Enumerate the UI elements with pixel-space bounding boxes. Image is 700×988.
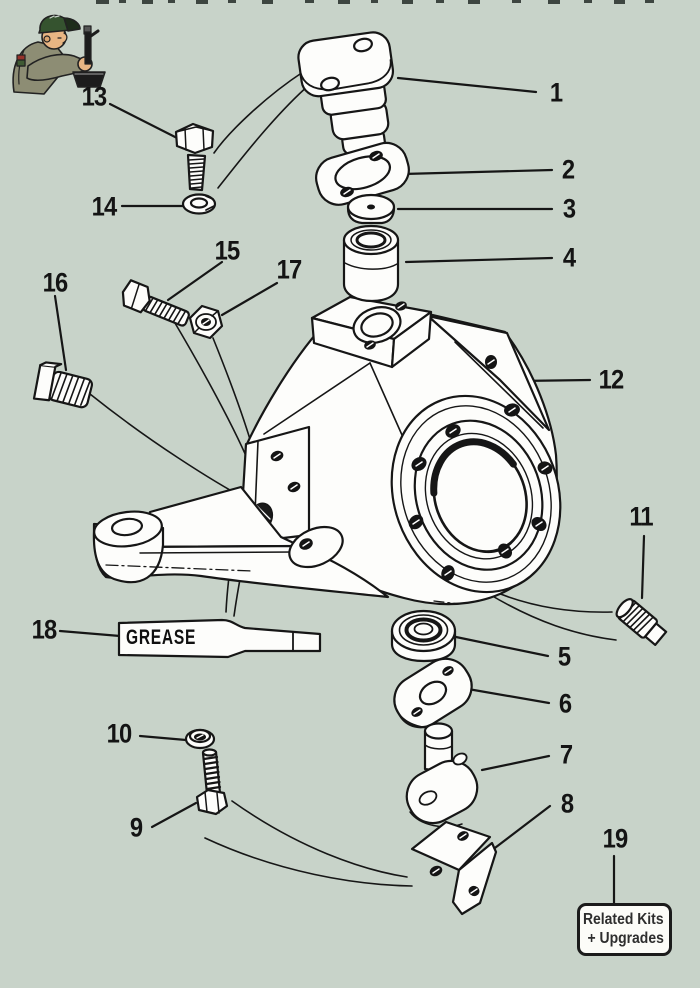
callout-7: 7 bbox=[559, 739, 573, 770]
part-17-nut bbox=[188, 304, 224, 340]
callout-3: 3 bbox=[562, 193, 576, 224]
callout-9: 9 bbox=[129, 812, 143, 843]
part-8-bracket bbox=[410, 820, 498, 916]
callout-16: 16 bbox=[42, 267, 69, 298]
callout-1: 1 bbox=[549, 77, 563, 108]
part-14-lock-washer bbox=[181, 193, 217, 215]
part-10-nut bbox=[184, 728, 216, 750]
callout-14: 14 bbox=[91, 191, 118, 222]
mechanic-illustration bbox=[12, 14, 106, 95]
callout-4: 4 bbox=[562, 242, 576, 273]
part-3-washer bbox=[346, 193, 396, 225]
callout-15: 15 bbox=[214, 235, 241, 266]
top-crop-artifacts bbox=[96, 0, 654, 4]
callout-12: 12 bbox=[598, 364, 625, 395]
related-kits-badge[interactable]: Related Kits + Upgrades bbox=[577, 903, 672, 956]
part-4-bushing bbox=[342, 224, 400, 303]
part-15-bolt bbox=[121, 279, 190, 327]
callout-18: 18 bbox=[31, 614, 58, 645]
callout-17: 17 bbox=[276, 254, 303, 285]
grease-label: GREASE bbox=[126, 626, 197, 649]
callout-19: 19 bbox=[602, 823, 629, 854]
part-2-gasket bbox=[315, 141, 410, 206]
badge-line-1: Related Kits bbox=[583, 910, 664, 928]
callout-8: 8 bbox=[560, 788, 574, 819]
part-13-bolt bbox=[174, 122, 215, 192]
part-6-gasket-plate bbox=[393, 657, 473, 729]
leader-lines bbox=[53, 76, 646, 908]
part-16-plug bbox=[32, 361, 93, 409]
callout-2: 2 bbox=[561, 154, 575, 185]
part-5-bearing bbox=[390, 609, 457, 663]
callout-11: 11 bbox=[629, 501, 653, 532]
part-12-knuckle-housing bbox=[92, 295, 562, 606]
part-7-kingpin bbox=[405, 722, 479, 828]
part-18-grease-tube bbox=[117, 618, 322, 659]
part-1-ball-joint-cap bbox=[297, 31, 395, 156]
part-9-bolt bbox=[195, 748, 229, 816]
callout-10: 10 bbox=[106, 718, 133, 749]
callout-6: 6 bbox=[558, 688, 572, 719]
callout-5: 5 bbox=[557, 641, 571, 672]
badge-line-2: + Upgrades bbox=[587, 929, 664, 947]
part-11-plug bbox=[615, 598, 668, 646]
callout-13: 13 bbox=[81, 81, 108, 112]
